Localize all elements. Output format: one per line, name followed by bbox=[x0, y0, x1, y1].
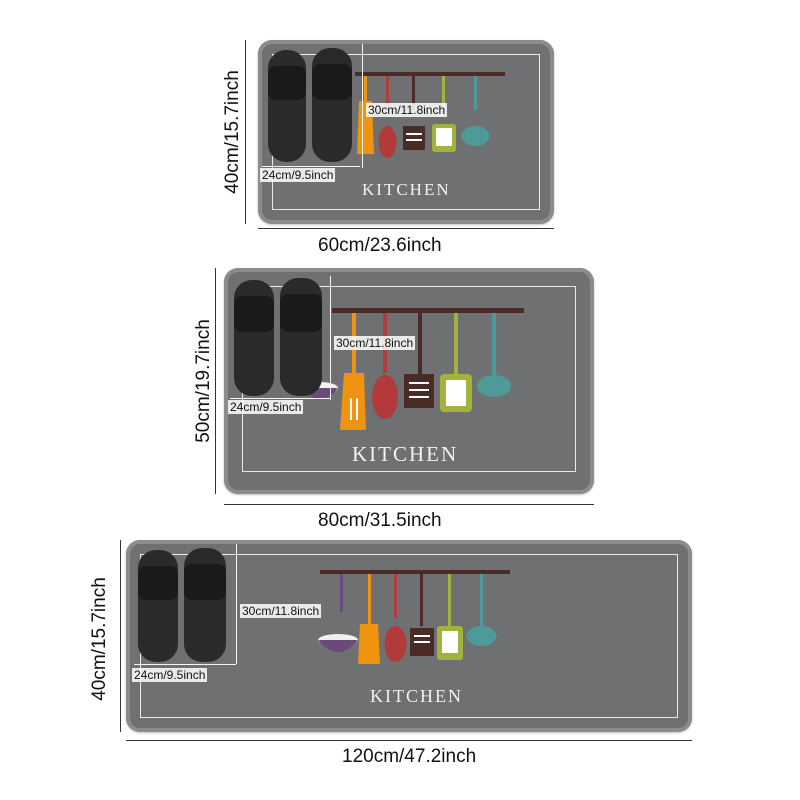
slippers-illustration bbox=[234, 278, 322, 396]
slipper-width-label: 24cm/9.5inch bbox=[228, 400, 304, 414]
width-line bbox=[224, 504, 594, 505]
width-line bbox=[126, 740, 692, 741]
height-label: 40cm/15.7inch bbox=[222, 70, 243, 194]
height-line bbox=[245, 40, 246, 224]
width-line bbox=[258, 228, 554, 229]
width-label: 60cm/23.6inch bbox=[318, 235, 442, 256]
bowl-illustration bbox=[318, 634, 358, 652]
width-label: 80cm/31.5inch bbox=[318, 510, 442, 531]
mat-title: KITCHEN bbox=[362, 180, 451, 199]
slipper-length-line bbox=[330, 276, 331, 400]
slipper-width-line bbox=[134, 664, 236, 665]
utensils-illustration bbox=[355, 72, 505, 158]
kitchen-mat-small: KITCHEN bbox=[258, 40, 554, 224]
slippers-illustration bbox=[138, 548, 226, 662]
slipper-length-label: 30cm/11.8inch bbox=[334, 336, 416, 350]
slipper-width-label: 24cm/9.5inch bbox=[260, 168, 336, 182]
slipper-length-line bbox=[362, 44, 363, 168]
height-label: 40cm/15.7inch bbox=[89, 577, 110, 701]
slipper-width-line bbox=[262, 166, 360, 167]
slipper-length-line bbox=[236, 544, 237, 664]
height-label: 50cm/19.7inch bbox=[193, 319, 214, 443]
height-line bbox=[215, 268, 216, 494]
utensils-illustration bbox=[320, 570, 510, 664]
mat-title: KITCHEN bbox=[352, 442, 459, 466]
slipper-length-label: 30cm/11.8inch bbox=[366, 103, 448, 117]
slipper-width-line bbox=[230, 398, 330, 399]
utensils-illustration bbox=[332, 308, 524, 430]
slipper-length-label: 30cm/11.8inch bbox=[240, 604, 322, 618]
slippers-illustration bbox=[268, 48, 352, 162]
height-line bbox=[120, 540, 121, 732]
slipper-width-label: 24cm/9.5inch bbox=[132, 668, 208, 682]
mat-title: KITCHEN bbox=[370, 686, 463, 706]
width-label: 120cm/47.2inch bbox=[342, 746, 477, 767]
